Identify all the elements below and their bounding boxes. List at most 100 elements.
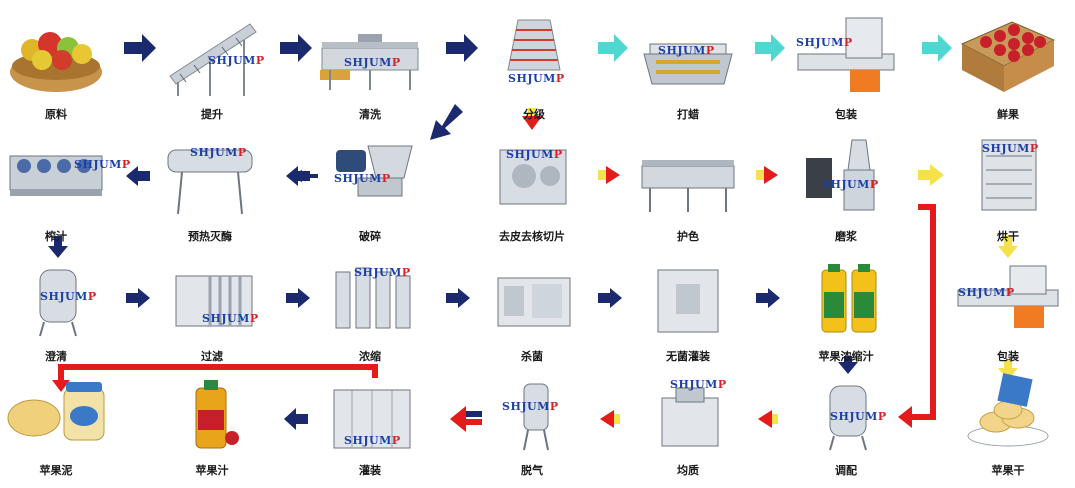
brand-watermark: SHJUMP [506, 148, 563, 161]
step-aseptic: 无菌灌装 [632, 256, 744, 374]
step-label: 杀菌 [521, 350, 543, 363]
step-label: 包装 [835, 108, 857, 121]
color-protection-image [641, 160, 735, 212]
step-homogenize: SHJUMP 均质 [632, 370, 744, 488]
drying-oven-image [981, 139, 1037, 211]
step-raw: 原料 [0, 14, 112, 132]
homogenizer-image [661, 387, 719, 447]
brand-watermark: SHJUMP [344, 434, 401, 447]
grader-machine-image [507, 19, 561, 71]
arrow-wax-to-pack [755, 34, 785, 62]
waxing-machine-image [643, 43, 733, 85]
brand-watermark: SHJUMP [502, 400, 559, 413]
step-dry: SHJUMP 烘干 [952, 136, 1064, 254]
brand-watermark: SHJUMP [74, 158, 131, 171]
step-label: 脱气 [521, 464, 543, 477]
brand-watermark: SHJUMP [822, 178, 879, 191]
step-blend: SHJUMP 调配 [790, 370, 902, 488]
step-chips: 苹果干 [952, 370, 1064, 488]
step-label: 调配 [835, 464, 857, 477]
brand-watermark: SHJUMP [982, 142, 1039, 155]
arrow-protect-to-grind [756, 166, 778, 184]
step-press: SHJUMP 榨汁 [0, 136, 130, 254]
step-label: 苹果汁 [195, 464, 229, 477]
brand-watermark: SHJUMP [796, 36, 853, 49]
arrow-sterilize-to-aseptic [598, 288, 622, 308]
step-label: 预热灭酶 [188, 230, 232, 243]
step-label: 护色 [677, 230, 699, 243]
brand-watermark: SHJUMP [354, 266, 411, 279]
concentrate-jugs-image [821, 264, 877, 333]
arrow-raw-to-lift [124, 34, 156, 62]
step-label: 榨汁 [45, 230, 67, 243]
arrow-clarify-to-filter [126, 288, 150, 308]
packing-machine-image [957, 265, 1059, 328]
brand-watermark: SHJUMP [202, 312, 259, 325]
step-preheat: SHJUMP 预热灭酶 [154, 136, 266, 254]
brand-watermark: SHJUMP [830, 410, 887, 423]
deaerator-image [523, 383, 549, 451]
step-label: 均质 [677, 464, 699, 477]
step-label: 包装 [997, 350, 1019, 363]
step-label: 苹果干 [991, 464, 1025, 477]
step-label: 无菌灌装 [666, 350, 710, 363]
arrow-wash-to-grade [446, 34, 478, 62]
step-label: 浓缩 [359, 350, 381, 363]
step-label: 烘干 [997, 230, 1019, 243]
crusher-image [336, 145, 413, 197]
step-fill: SHJUMP 灌装 [314, 370, 426, 488]
apple-box-image [960, 21, 1056, 92]
belt-press-image [9, 155, 103, 196]
step-label: 提升 [201, 108, 223, 121]
evaporator-image [335, 267, 411, 329]
arrow-fill-to-juice [284, 408, 308, 430]
colloid-mill-image [806, 139, 875, 211]
step-label: 原料 [45, 108, 67, 121]
brand-watermark: SHJUMP [40, 290, 97, 303]
step-crush: SHJUMP 破碎 [314, 136, 426, 254]
arrow-lift-to-wash [280, 34, 312, 62]
preheater-image [167, 149, 253, 215]
arrow-grind-to-blend [898, 204, 936, 428]
blending-tank-image [829, 385, 867, 451]
brand-watermark: SHJUMP [334, 172, 391, 185]
arrow-aseptic-to-concjuice [756, 288, 780, 308]
step-label: 打蜡 [677, 108, 699, 121]
step-label: 清洗 [359, 108, 381, 121]
step-sterilize: 杀菌 [476, 256, 588, 374]
step-clarify: SHJUMP 澄清 [0, 256, 112, 374]
brand-watermark: SHJUMP [190, 146, 247, 159]
puree-jar-image [7, 382, 105, 441]
arrow-grade-to-wax [598, 34, 628, 62]
arrow-grade-to-crush [430, 104, 463, 140]
brand-watermark: SHJUMP [958, 286, 1015, 299]
arrow-grind-to-dry [918, 164, 944, 186]
arrow-concentrate-to-sterilize [446, 288, 470, 308]
step-fresh: 鲜果 [952, 14, 1064, 132]
step-label: 苹果泥 [39, 464, 73, 477]
arrow-peel-to-protect [598, 166, 620, 184]
peeling-machine-image [499, 149, 567, 205]
step-label: 分级 [523, 108, 545, 121]
packing-machine-image [797, 17, 895, 92]
brand-watermark: SHJUMP [670, 378, 727, 391]
washer-machine-image [320, 34, 419, 90]
step-juice: 苹果汁 [156, 370, 268, 488]
apple-basket-image [10, 32, 102, 92]
brand-watermark: SHJUMP [208, 54, 265, 67]
step-concjuice: 苹果浓缩汁 [790, 256, 902, 374]
arrow-homogenize-to-deaerate [600, 410, 620, 428]
brand-watermark: SHJUMP [658, 44, 715, 57]
step-wash: SHJUMP 清洗 [314, 14, 426, 132]
step-peel: SHJUMP 去皮去核切片 [476, 136, 588, 254]
step-protect: 护色 [632, 136, 744, 254]
step-label: 破碎 [359, 230, 381, 243]
step-wax: SHJUMP 打蜡 [632, 14, 744, 132]
filling-machine-image [333, 389, 411, 449]
step-lift: SHJUMP 提升 [156, 14, 268, 132]
brand-watermark: SHJUMP [344, 56, 401, 69]
step-concentrate: SHJUMP 浓缩 [314, 256, 426, 374]
step-label: 去皮去核切片 [499, 230, 565, 243]
step-label: 鲜果 [997, 108, 1019, 121]
clarifier-tank-image [39, 269, 77, 337]
